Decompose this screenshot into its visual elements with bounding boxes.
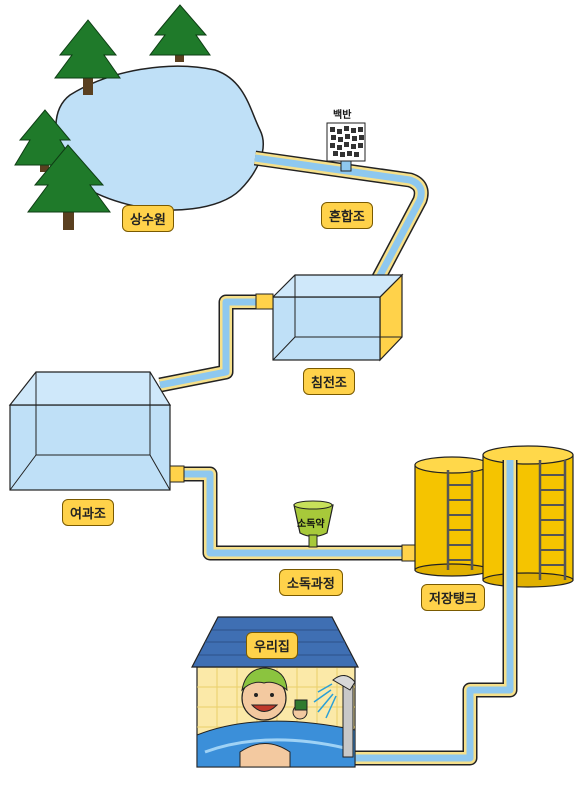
sedimentation-tank	[271, 273, 404, 362]
disinfectant-container	[293, 500, 334, 548]
pipe-lake-to-sedimentation	[253, 150, 429, 289]
shower-icon	[313, 675, 356, 758]
storage-tank-right	[482, 445, 574, 588]
label-disinfectant: 소독약	[297, 519, 325, 530]
storage-tank-left	[414, 456, 491, 577]
filtration-tank	[8, 371, 172, 491]
tree-icon	[54, 19, 121, 95]
person-icon	[239, 667, 308, 768]
label-source: 상수원	[122, 205, 174, 232]
pipe-filtration-to-storage	[169, 465, 419, 562]
pipe-sedimentation-to-filtration	[158, 293, 274, 393]
label-filtration: 여과조	[62, 499, 114, 526]
tree-icon	[14, 109, 76, 172]
label-sedimentation: 침전조	[303, 368, 355, 395]
tree-icon	[27, 144, 111, 230]
label-mixing: 혼합조	[321, 202, 373, 229]
label-home: 우리집	[246, 632, 298, 659]
alum-container	[326, 122, 366, 172]
pipe-storage-to-house	[355, 460, 518, 766]
label-disinfection: 소독과정	[279, 569, 343, 596]
bathtub-water	[196, 720, 356, 768]
label-alum: 백반	[333, 110, 352, 121]
tree-icon	[149, 4, 211, 62]
label-storage: 저장탱크	[421, 584, 485, 611]
